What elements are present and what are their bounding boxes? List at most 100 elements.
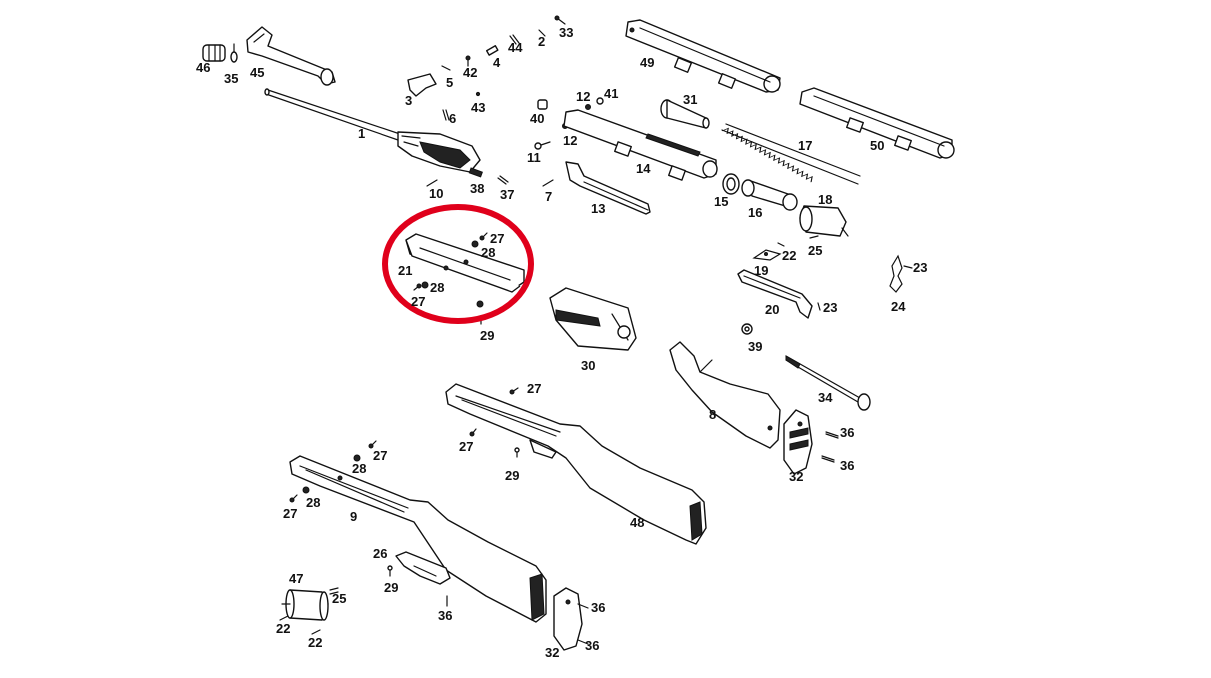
part-label-l3: 3 xyxy=(405,93,412,108)
part-28-nut-e xyxy=(302,486,310,494)
part-label-l42: 42 xyxy=(463,65,477,80)
part-label-l46: 46 xyxy=(196,60,210,75)
part-label-l27f: 27 xyxy=(283,506,297,521)
part-38-spring xyxy=(468,167,483,178)
part-label-l14: 14 xyxy=(636,161,651,176)
part-36-screw-d xyxy=(577,603,589,609)
part-14-tube xyxy=(563,109,718,181)
part-label-l50: 50 xyxy=(870,138,884,153)
part-16-cylinder xyxy=(741,179,798,211)
part-label-l24: 24 xyxy=(891,299,906,314)
part-label-l8: 8 xyxy=(709,407,716,422)
part-22-pin-c xyxy=(311,629,321,635)
part-47-block xyxy=(281,589,329,621)
part-label-l39: 39 xyxy=(748,339,762,354)
part-label-l36c: 36 xyxy=(591,600,605,615)
part-label-l49: 49 xyxy=(640,55,654,70)
part-label-l12b: 12 xyxy=(563,133,577,148)
part-22-pin-a xyxy=(777,242,785,247)
highlight-circle xyxy=(382,204,534,324)
part-7-pin xyxy=(542,179,554,187)
part-27-screw-f xyxy=(289,494,298,503)
part-41-screw xyxy=(596,97,604,105)
part-label-l29a: 29 xyxy=(480,328,494,343)
part-label-l28d: 28 xyxy=(306,495,320,510)
part-label-l36e: 36 xyxy=(585,638,599,653)
part-12-screw-a xyxy=(585,104,591,110)
part-label-l28c: 28 xyxy=(352,461,366,476)
part-42-screw xyxy=(465,55,471,67)
part-37-pin xyxy=(497,175,509,185)
part-label-l10: 10 xyxy=(429,186,443,201)
part-9-stock xyxy=(289,455,547,623)
part-label-l37: 37 xyxy=(500,187,514,202)
part-43-pin xyxy=(475,91,481,97)
part-28-nut-b xyxy=(421,281,429,289)
part-19-lever xyxy=(752,249,782,261)
part-label-l33: 33 xyxy=(559,25,573,40)
part-26-trigger-guard xyxy=(395,551,451,585)
part-label-l27d: 27 xyxy=(459,439,473,454)
part-40-sleeve xyxy=(537,99,548,110)
part-1-barrel-receiver xyxy=(264,88,481,173)
part-39-washer xyxy=(741,323,753,335)
part-label-l35: 35 xyxy=(224,71,238,86)
part-28-nut-a xyxy=(471,240,479,248)
part-28-nut-d xyxy=(353,454,361,462)
part-27-screw-c xyxy=(509,387,519,395)
part-30-grip-assembly xyxy=(549,287,637,351)
part-label-l41: 41 xyxy=(604,86,618,101)
part-50-tube xyxy=(799,87,955,159)
part-46-knob xyxy=(202,44,226,62)
part-label-l28a: 28 xyxy=(481,245,495,260)
part-8-stock xyxy=(669,341,781,449)
part-label-l36d: 36 xyxy=(438,608,452,623)
part-32-buttplate-b xyxy=(553,587,583,651)
part-label-l27b: 27 xyxy=(411,294,425,309)
part-36-screw-a xyxy=(825,431,839,439)
part-label-l26: 26 xyxy=(373,546,387,561)
part-label-l4: 4 xyxy=(493,55,501,70)
part-21-handguard xyxy=(405,233,525,293)
part-48-stock xyxy=(445,383,707,545)
part-17-main-spring xyxy=(721,123,861,185)
part-29-screw-c xyxy=(387,565,393,577)
part-label-l27e: 27 xyxy=(373,448,387,463)
part-18-housing xyxy=(799,205,849,237)
part-label-l45: 45 xyxy=(250,65,264,80)
part-25-pin-a xyxy=(809,235,819,239)
part-label-l31: 31 xyxy=(683,92,697,107)
part-49-receiver-tube xyxy=(625,19,781,93)
part-label-l22b: 22 xyxy=(276,621,290,636)
part-label-l15: 15 xyxy=(714,194,728,209)
part-label-l13: 13 xyxy=(591,201,605,216)
part-6-spring xyxy=(442,109,450,121)
part-label-l11: 11 xyxy=(527,150,541,165)
part-label-l44: 44 xyxy=(508,40,523,55)
part-label-l17: 17 xyxy=(798,138,812,153)
part-13-linkage xyxy=(565,161,651,215)
part-label-l19: 19 xyxy=(754,263,768,278)
part-29-screw-b xyxy=(514,447,520,458)
part-27-screw-d xyxy=(469,428,477,437)
part-31-plunger xyxy=(660,99,710,129)
part-15-ring xyxy=(722,173,740,195)
part-27-screw-b xyxy=(413,283,422,291)
part-label-l29b: 29 xyxy=(505,468,519,483)
part-label-l34: 34 xyxy=(818,390,833,405)
part-36-screw-b xyxy=(821,455,835,463)
part-label-l23b: 23 xyxy=(823,300,837,315)
part-label-l6: 6 xyxy=(449,111,456,126)
part-10-pin xyxy=(426,179,438,187)
part-4-pin xyxy=(485,45,499,56)
part-23-pin-a xyxy=(903,265,913,269)
part-label-l30: 30 xyxy=(581,358,595,373)
part-label-l32a: 32 xyxy=(789,469,803,484)
part-20-bar xyxy=(737,269,813,319)
part-label-l47: 47 xyxy=(289,571,303,586)
part-34-rod xyxy=(785,355,871,411)
part-33-screw xyxy=(554,15,566,25)
part-label-l27a: 27 xyxy=(490,231,504,246)
